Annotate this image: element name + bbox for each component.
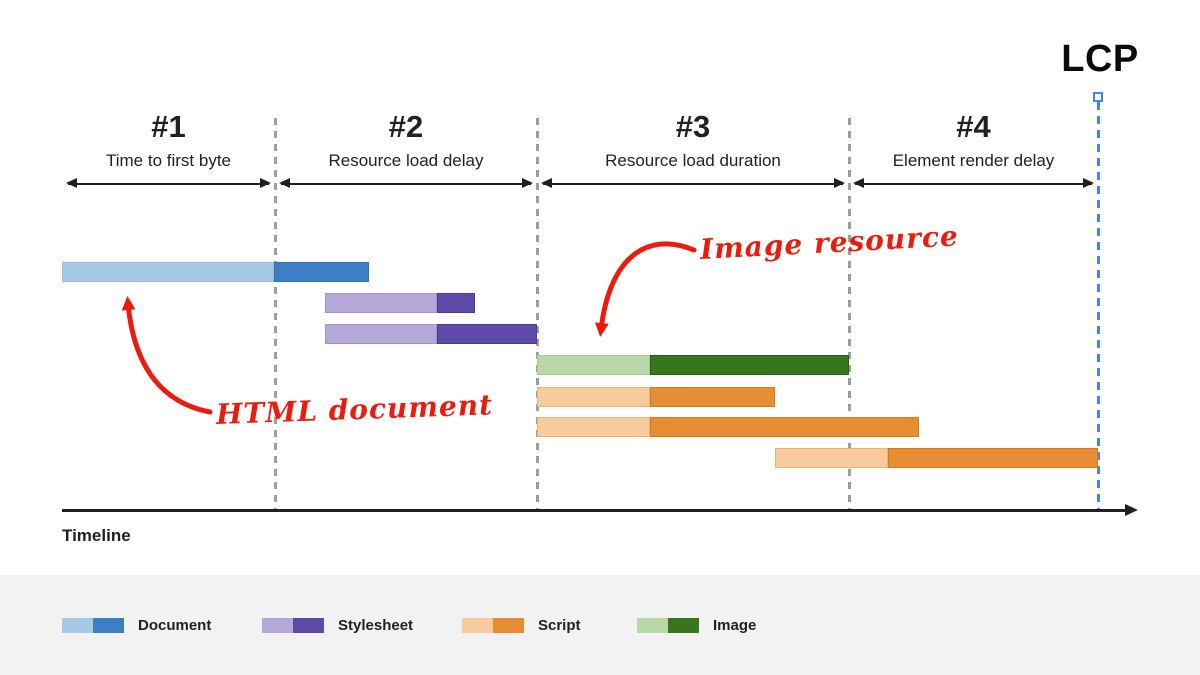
script-bar-light-segment <box>775 448 888 468</box>
stylesheet-bar <box>0 293 1200 313</box>
script-bar-dark-segment <box>888 448 1098 468</box>
phase-separator-line <box>848 118 851 510</box>
phase-label: Resource load delay <box>328 151 484 170</box>
script-bar <box>0 448 1200 468</box>
stylesheet-swatch-icon <box>262 618 324 633</box>
document-bar-dark-segment <box>274 262 369 282</box>
image-resource-arrow-icon <box>594 241 697 337</box>
phase-label: Element render delay <box>892 151 1055 170</box>
image-bar-light-segment <box>537 355 650 375</box>
script-bar-dark-segment <box>650 417 919 437</box>
legend: Document Stylesheet Script Image <box>0 575 1200 675</box>
phase-separator-line <box>536 118 539 510</box>
phase-range-arrow-icon <box>541 178 845 188</box>
annotation-image-resource: Image resource <box>699 219 960 266</box>
lcp-title: LCP <box>1061 38 1139 80</box>
document-bar <box>0 262 1200 282</box>
phase-number: #2 <box>388 109 424 144</box>
script-bar-light-segment <box>537 417 650 437</box>
lcp-marker-line <box>1096 102 1100 510</box>
legend-item-stylesheet: Stylesheet <box>262 617 413 634</box>
phase-number: #4 <box>956 109 991 144</box>
phase-header-4: #4 Element render delay <box>849 110 1098 196</box>
image-swatch-icon <box>637 618 699 633</box>
legend-item-document: Document <box>62 617 211 634</box>
phase-header-3: #3 Resource load duration <box>537 110 849 196</box>
script-bar-dark-segment <box>650 387 775 407</box>
phase-number: #3 <box>675 109 711 144</box>
stylesheet-bar-light-segment <box>325 293 437 313</box>
stylesheet-bar-light-segment <box>325 324 437 344</box>
stylesheet-bar-dark-segment <box>437 324 537 344</box>
timeline-label: Timeline <box>62 526 131 545</box>
image-bar-dark-segment <box>650 355 849 375</box>
phase-header-1: #1 Time to first byte <box>62 110 275 196</box>
legend-label: Stylesheet <box>338 617 414 634</box>
timeline-arrow-icon <box>1125 504 1138 516</box>
legend-item-image: Image <box>637 617 756 634</box>
legend-label: Script <box>538 617 581 634</box>
stylesheet-bar-dark-segment <box>437 293 475 313</box>
phase-header-2: #2 Resource load delay <box>275 110 537 196</box>
legend-item-script: Script <box>462 617 581 634</box>
script-bar-light-segment <box>537 387 650 407</box>
document-swatch-icon <box>62 618 124 633</box>
timeline-axis <box>62 509 1126 512</box>
legend-label: Document <box>138 617 212 634</box>
script-bar <box>0 417 1200 437</box>
lcp-marker-handle <box>1093 92 1103 102</box>
script-bar <box>0 387 1200 407</box>
script-swatch-icon <box>462 618 524 633</box>
phase-range-arrow-icon <box>853 178 1094 188</box>
image-bar <box>0 355 1200 375</box>
document-bar-light-segment <box>62 262 274 282</box>
legend-label: Image <box>713 617 757 634</box>
phase-separator-line <box>274 118 277 510</box>
phase-label: Time to first byte <box>105 151 231 170</box>
stylesheet-bar <box>0 324 1200 344</box>
phase-range-arrow-icon <box>66 178 271 188</box>
phase-number: #1 <box>151 109 186 144</box>
phase-range-arrow-icon <box>279 178 533 188</box>
phase-label: Resource load duration <box>605 151 781 170</box>
